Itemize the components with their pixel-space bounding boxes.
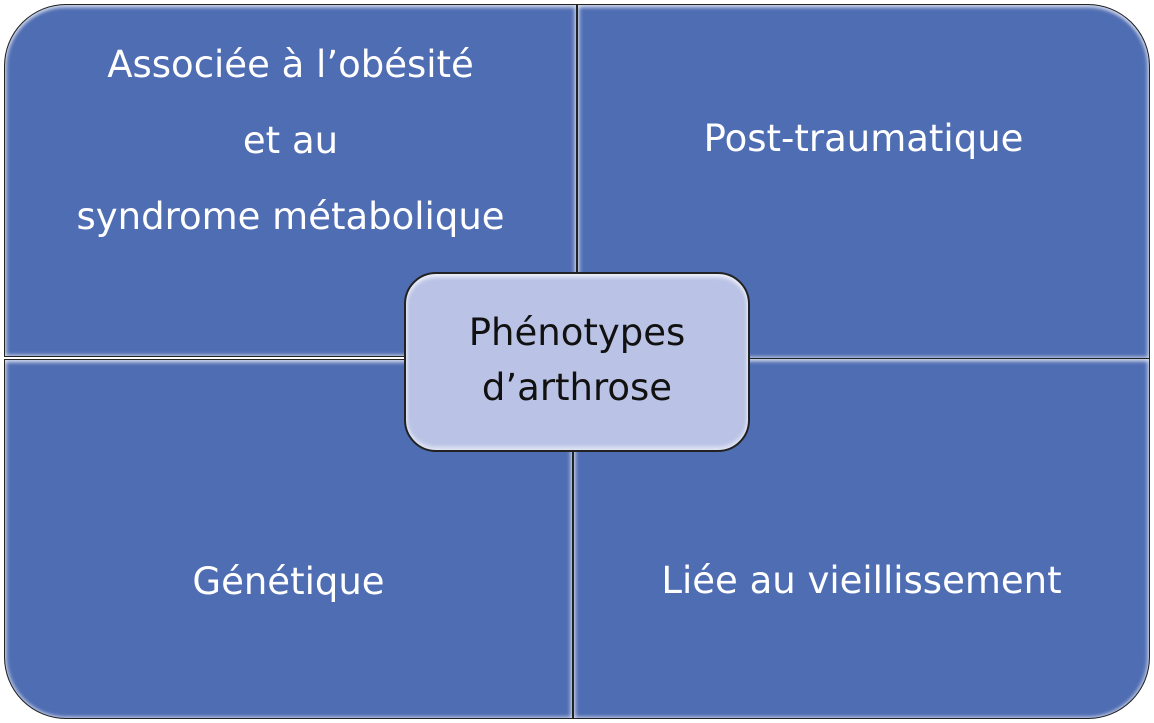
center-label-line: d’arthrose (481, 366, 673, 409)
quadrant-label: Liée au vieillissement (661, 559, 1062, 602)
quadrant-obesity-metabolic: Associée à l’obésité et au syndrome méta… (4, 4, 577, 357)
center-box-osteoarthritis-phenotypes: Phénotypes d’arthrose (404, 272, 750, 452)
quadrant-label: Post-traumatique (703, 117, 1024, 160)
quadrant-label-line: Associée à l’obésité (107, 43, 474, 86)
center-label-line: Phénotypes (468, 311, 686, 354)
quadrant-label: Génétique (192, 560, 385, 603)
quadrant-label-line: syndrome métabolique (76, 195, 505, 238)
quadrant-label-line: et au (242, 119, 339, 162)
